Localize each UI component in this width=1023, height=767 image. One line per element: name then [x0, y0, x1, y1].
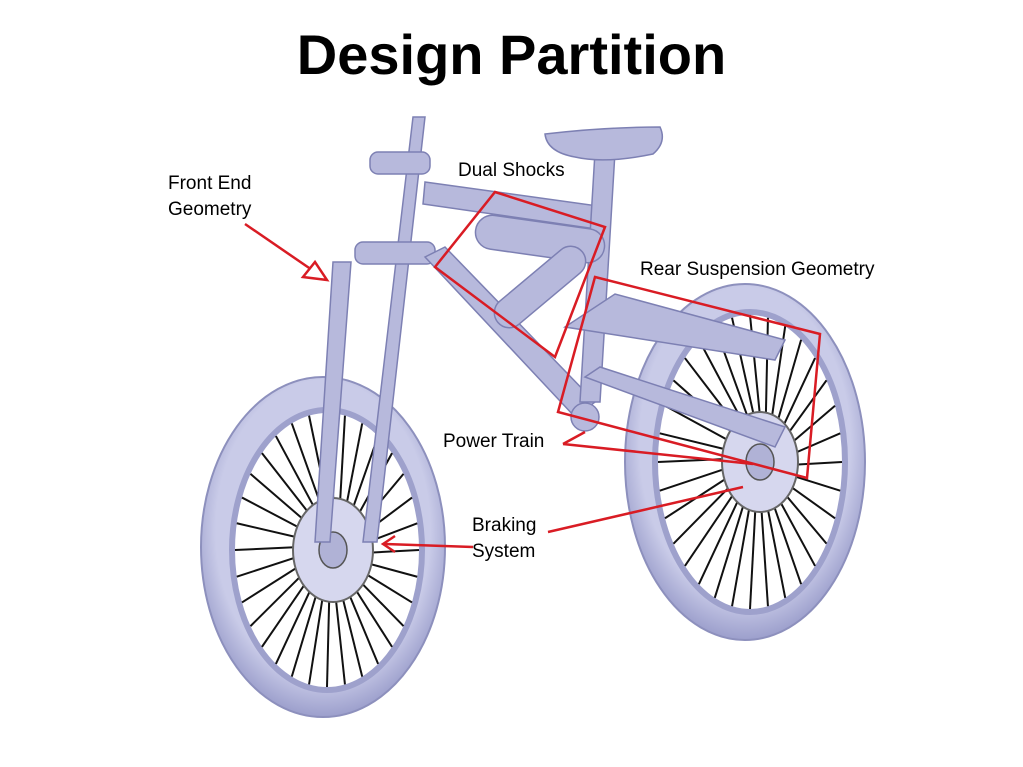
- dual-shocks-outline: [433, 190, 607, 359]
- braking-arrow-front: [384, 542, 474, 549]
- front-end-arrow-head: [300, 259, 330, 282]
- front-end-geometry-label: Front End Geometry: [168, 171, 251, 223]
- power-train-arrow-2: [562, 430, 586, 446]
- bike-frame: [314, 116, 787, 543]
- front-end-arrow-shaft: [244, 222, 316, 274]
- braking-line-1: Braking: [472, 515, 537, 536]
- rear-suspension-outline: [556, 275, 822, 480]
- rear-suspension-label: Rear Suspension Geometry: [640, 259, 875, 280]
- bicycle-figure: [155, 72, 922, 732]
- power-train-label: Power Train: [443, 431, 545, 452]
- annotation-shapes: [433, 190, 822, 480]
- braking-system-label: Braking System: [472, 513, 536, 565]
- dual-shocks-label: Dual Shocks: [458, 160, 565, 181]
- annotation-arrows: [244, 222, 754, 554]
- bicycle-drawing: [200, 116, 866, 718]
- power-train-arrow-1: [562, 442, 754, 466]
- braking-line-2: System: [472, 541, 536, 562]
- braking-arrow-front-head: [380, 534, 396, 554]
- braking-arrow-rear: [547, 485, 744, 534]
- page-title: Design Partition: [296, 23, 727, 86]
- front-end-line-2: Geometry: [168, 199, 252, 220]
- front-end-line-1: Front End: [168, 173, 252, 194]
